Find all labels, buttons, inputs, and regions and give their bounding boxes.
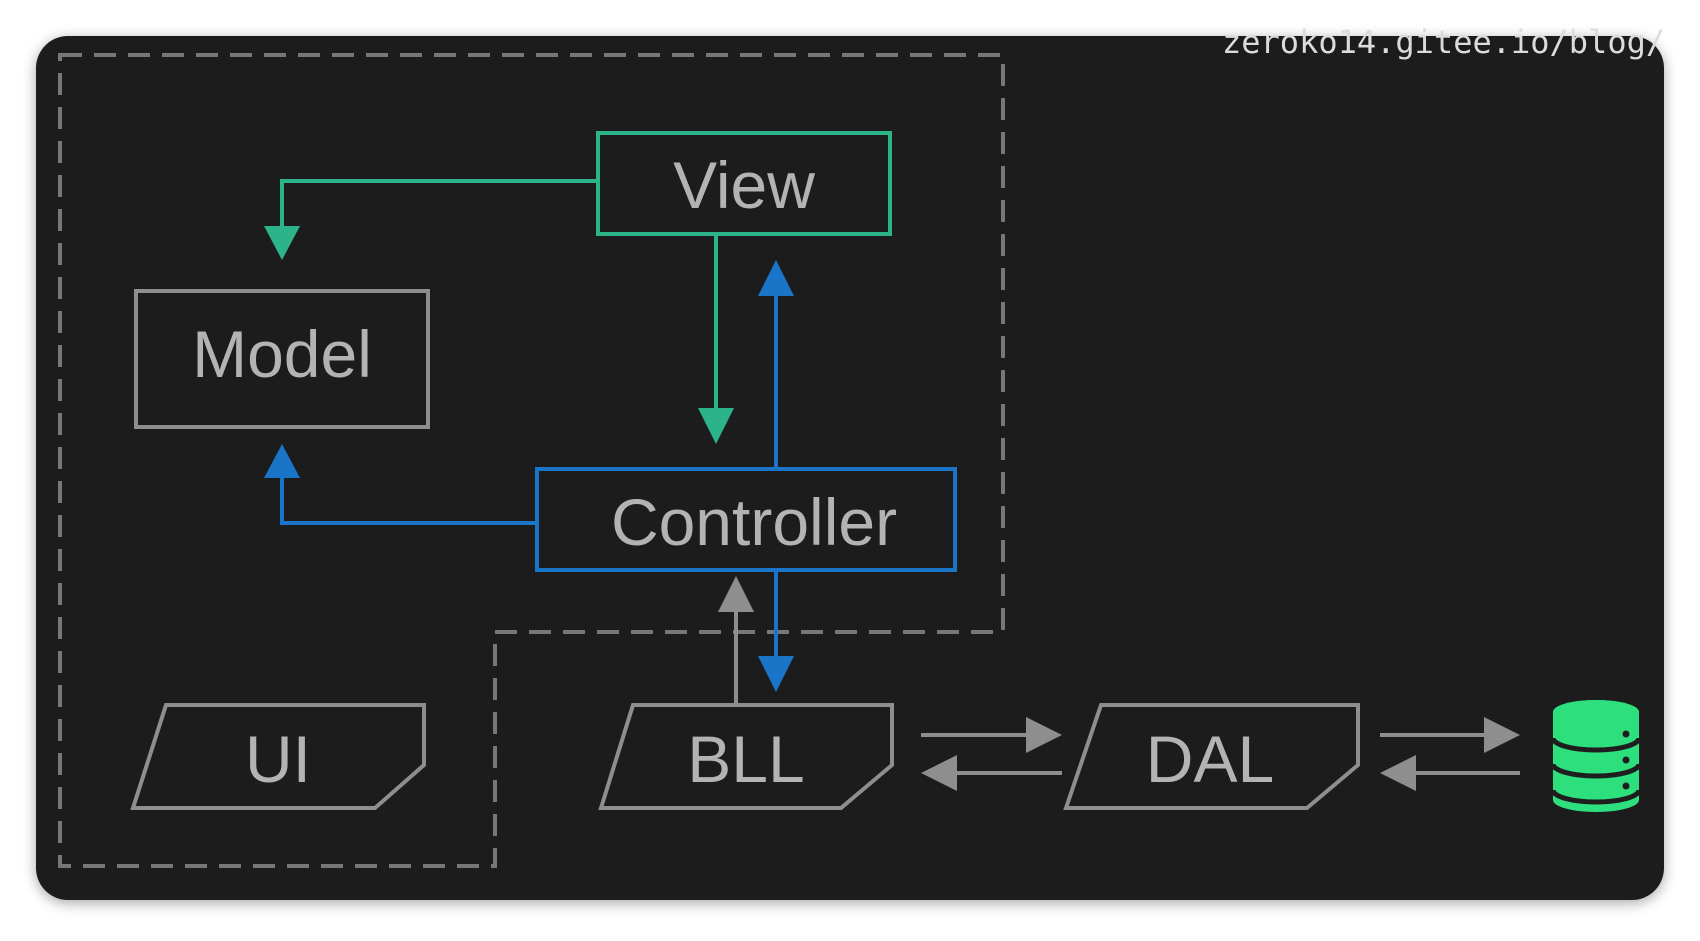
controller-node: Controller bbox=[535, 467, 957, 572]
view-node: View bbox=[596, 131, 892, 236]
view-label: View bbox=[673, 148, 815, 222]
view-to-model-arrow bbox=[264, 179, 598, 260]
model-label: Model bbox=[192, 317, 372, 391]
ui-node: UI bbox=[130, 703, 426, 810]
presentation-layer-boundary bbox=[58, 53, 1005, 868]
controller-label: Controller bbox=[611, 485, 897, 559]
dal-database-arrows bbox=[1380, 717, 1520, 791]
database-icon bbox=[1550, 700, 1642, 812]
dal-node: DAL bbox=[1063, 703, 1360, 810]
view-to-controller-arrow bbox=[698, 234, 734, 444]
bll-label: BLL bbox=[687, 722, 804, 796]
dal-label: DAL bbox=[1146, 722, 1274, 796]
model-node: Model bbox=[134, 289, 430, 429]
watermark-text: zeroko14.gitee.io/blog/ bbox=[1222, 23, 1665, 61]
bll-to-controller-arrow bbox=[718, 576, 754, 703]
controller-to-view-arrow bbox=[758, 260, 794, 469]
bll-dal-arrows bbox=[921, 717, 1062, 791]
controller-to-model-arrow bbox=[264, 444, 537, 525]
ui-label: UI bbox=[245, 722, 311, 796]
bll-node: BLL bbox=[598, 703, 894, 810]
controller-to-bll-arrow bbox=[758, 570, 794, 692]
